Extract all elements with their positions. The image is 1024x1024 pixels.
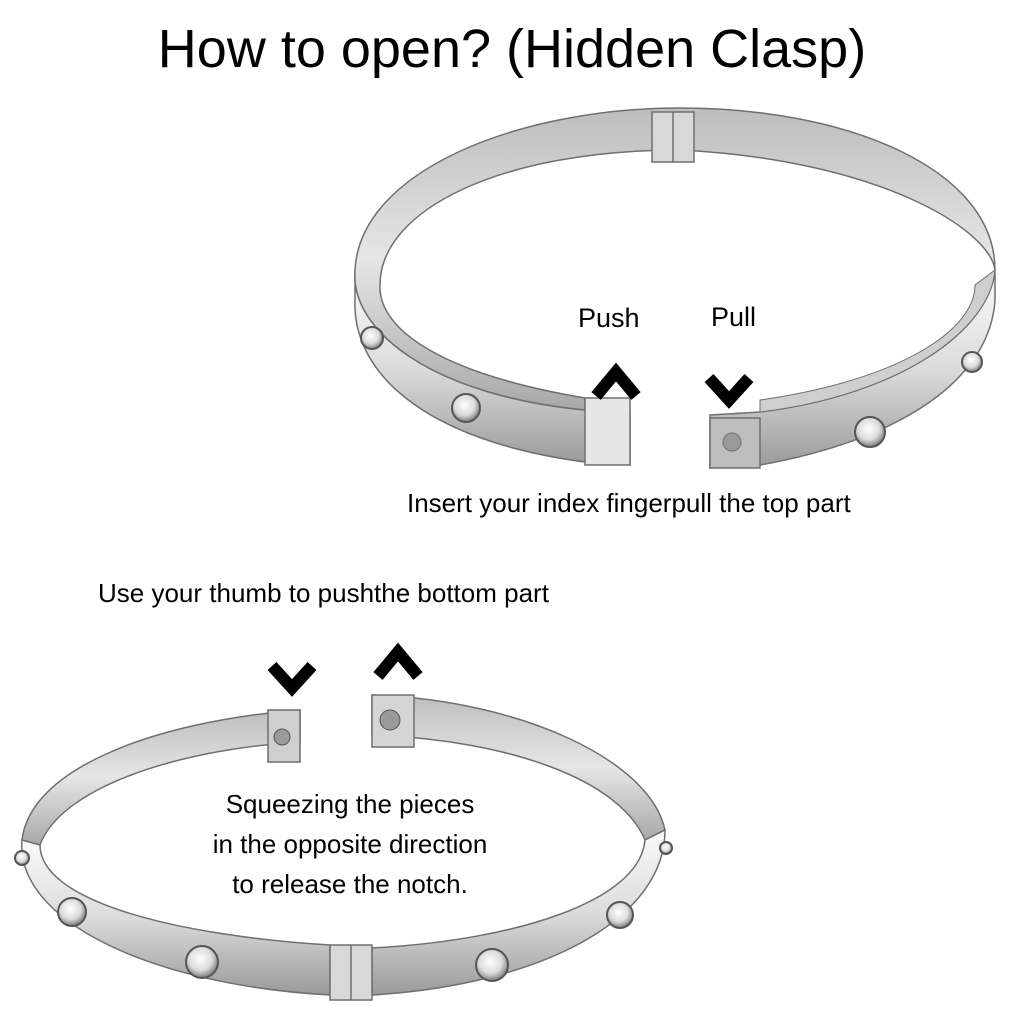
top-bracelet-inner-right <box>759 268 996 413</box>
thumb-instruction: Use your thumb to pushthe bottom part <box>98 578 549 608</box>
squeeze-line-2: in the opposite direction <box>212 829 488 859</box>
gem <box>854 416 886 448</box>
insert-instruction: Insert your index fingerpull the top par… <box>407 488 851 518</box>
bottom-bracelet <box>14 694 673 1001</box>
chevron-down-icon <box>267 661 317 697</box>
bottom-latch-pin <box>379 709 401 731</box>
bottom-bracelet-band-right <box>371 828 666 996</box>
page-title: How to open? (Hidden Clasp) <box>157 19 867 79</box>
top-bracelet <box>354 107 996 469</box>
gem <box>14 850 30 866</box>
gem <box>185 945 219 979</box>
chevron-down-icon <box>704 373 754 409</box>
gem <box>606 901 634 929</box>
push-label: Push <box>578 303 640 333</box>
gem <box>659 841 673 855</box>
top-latch-pin <box>722 432 742 452</box>
gem <box>451 393 481 423</box>
bottom-end-left-pin <box>273 728 291 746</box>
gem <box>961 351 983 373</box>
gem <box>57 897 87 927</box>
gem <box>475 948 509 982</box>
pull-label: Pull <box>711 302 757 332</box>
squeeze-instruction: Squeezing the pieces in the opposite dir… <box>190 784 510 904</box>
squeeze-line-3: to release the notch. <box>232 869 468 899</box>
chevron-up-icon <box>591 362 641 400</box>
chevron-up-icon <box>373 642 423 680</box>
gem <box>360 326 384 350</box>
top-end-left <box>584 397 631 466</box>
squeeze-line-1: Squeezing the pieces <box>225 789 475 819</box>
